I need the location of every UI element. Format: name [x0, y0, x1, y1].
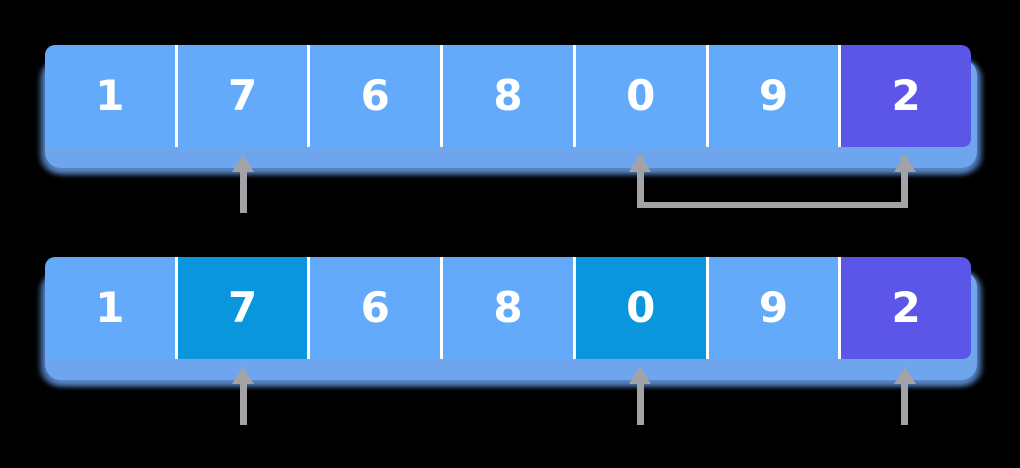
- cell-value: 9: [758, 283, 789, 332]
- array-cell: 0: [575, 45, 709, 147]
- arrow-shaft: [239, 384, 247, 425]
- cell-value: 1: [95, 71, 125, 120]
- cell-value: 7: [227, 71, 258, 120]
- cell-value: 2: [891, 283, 921, 332]
- array-cell: 9: [708, 257, 842, 359]
- array-cell: 6: [310, 45, 444, 147]
- array-cell: 1: [45, 45, 178, 147]
- array-cell: 6: [310, 257, 444, 359]
- cell-value: 9: [758, 71, 789, 120]
- cell-value: 2: [891, 71, 921, 120]
- array-cell-highlighted: 7: [177, 257, 311, 359]
- array-row-initial: 1 7 6 8 0 9 2: [45, 45, 977, 213]
- array-cells: 1 7 6 8 0 9 2: [45, 257, 972, 359]
- cell-value: 6: [360, 71, 390, 120]
- array-cell: 7: [177, 45, 311, 147]
- cell-value: 1: [95, 283, 125, 332]
- cell-value: 6: [360, 283, 390, 332]
- connector-bottom-line: [636, 202, 909, 208]
- array-cell: 8: [443, 45, 576, 147]
- arrow-shaft: [636, 384, 644, 425]
- array-cell: 1: [45, 257, 178, 359]
- cell-value: 0: [626, 71, 656, 120]
- arrow-shaft: [901, 384, 909, 425]
- cell-value: 8: [493, 71, 523, 120]
- array-cells: 1 7 6 8 0 9 2: [45, 45, 972, 147]
- array-cell-pivot: 2: [841, 257, 972, 359]
- array-cell-highlighted: 0: [575, 257, 709, 359]
- cell-value: 0: [626, 283, 656, 332]
- cell-value: 8: [493, 283, 523, 332]
- array-row-swapped: 1 7 6 8 0 9 2: [45, 257, 977, 425]
- arrow-shaft: [239, 172, 247, 213]
- cell-value: 7: [227, 283, 258, 332]
- array-cell: 8: [443, 257, 576, 359]
- array-cell-pivot: 2: [841, 45, 972, 147]
- array-cell: 9: [708, 45, 842, 147]
